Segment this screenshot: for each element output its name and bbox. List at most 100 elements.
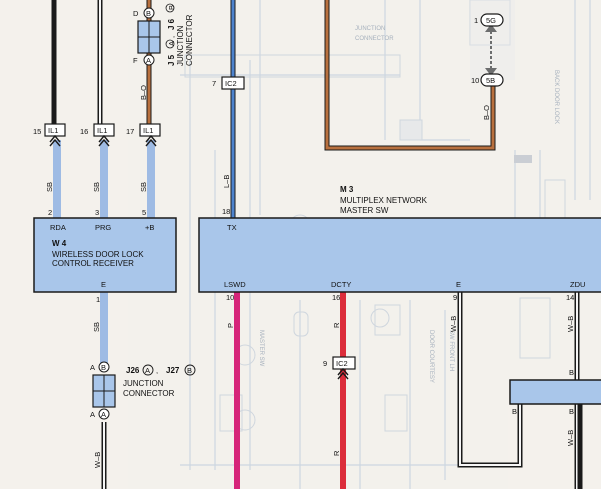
connector-ic2-9-num: 9	[323, 359, 327, 368]
w4-pin-prg: PRG	[95, 223, 111, 232]
misc-b-label-3: B	[569, 407, 574, 416]
wire-label-p: P	[226, 323, 235, 328]
svg-text:JUNCTION: JUNCTION	[355, 26, 385, 32]
wire-label-wb-m3e: W–B	[449, 316, 458, 332]
svg-text:MASTER SW: MASTER SW	[258, 330, 264, 367]
wire-label-wb-zdu: W–B	[566, 316, 575, 332]
wire-label-bo-right: B–O	[482, 105, 491, 120]
m3-master-switch-box	[198, 217, 601, 293]
m3-pin-e: E	[456, 280, 461, 289]
wire-wb-m3-e	[457, 292, 523, 468]
j5-top-letter-left: D	[133, 9, 139, 18]
wire-label-wb-left: W–B	[93, 452, 102, 468]
junction-connector-j5-j6	[137, 7, 161, 66]
right-lower-module-box	[509, 379, 601, 405]
m3-pinnum-zdu: 14	[566, 293, 574, 302]
w4-pin-b: +B	[145, 223, 154, 232]
j26-title-b: J27	[166, 366, 180, 375]
m3-id: M 3	[340, 185, 354, 194]
j26-circle-b-mark	[184, 364, 196, 376]
j26-bottom-letter-left: A	[90, 410, 95, 419]
connector-il1-16-num: 16	[80, 127, 88, 136]
j26-circle-b: B	[187, 366, 192, 375]
m3-pinnum-lswd: 10	[226, 293, 234, 302]
connector-il1-16	[93, 123, 115, 147]
j26-sep: ,	[156, 366, 158, 375]
j26-bottom-letter-circle: A	[101, 410, 106, 419]
connector-5b-num: 10	[471, 76, 479, 85]
connector-5g-label: 5G	[486, 16, 496, 25]
wire-label-bo-left: B–O	[139, 85, 148, 100]
wire-label-wb-lower: W–B	[566, 430, 575, 446]
m3-pin-dcty: DCTY	[331, 280, 351, 289]
j26-top-letter-circle: B	[101, 363, 106, 372]
j5-title-b: J 6	[167, 18, 176, 30]
connector-il1-15-label: IL1	[48, 126, 58, 135]
w4-pinnum-b: 5	[142, 208, 146, 217]
connector-5b	[480, 73, 504, 87]
connector-5g-num: 1	[474, 16, 478, 25]
wire-label-r-upper: R	[332, 322, 341, 328]
connector-5g	[480, 13, 504, 27]
connector-ic2-9	[332, 356, 356, 380]
j26-top-letter-left: A	[90, 363, 95, 372]
connector-il1-17-num: 17	[126, 127, 134, 136]
connector-ic2-7	[221, 76, 245, 90]
wire-orange-loop	[324, 0, 496, 151]
wire-switch-link	[470, 0, 515, 80]
connector-ic2-9-label: IC2	[336, 359, 348, 368]
wire-label-lb: L–B	[222, 175, 231, 188]
connector-il1-16-label: IL1	[97, 126, 107, 135]
j5-title-a: J 5	[167, 54, 176, 66]
svg-text:CONNECTOR: CONNECTOR	[355, 36, 394, 42]
m3-pin-lswd: LSWD	[224, 280, 246, 289]
j26-circle-a-mark	[142, 364, 154, 376]
connector-il1-17-label: IL1	[143, 126, 153, 135]
j5-line2: CONNECTOR	[185, 14, 194, 66]
wire-label-sb-ground: SB	[92, 322, 101, 332]
svg-text:BACK DOOR LOCK: BACK DOOR LOCK	[553, 70, 559, 124]
wire-label-r-lower: R	[332, 450, 341, 456]
w4-pinnum-rda: 2	[48, 208, 52, 217]
j5-bottom-letter-left: F	[133, 56, 138, 65]
w4-name-line1: WIRELESS DOOR LOCK	[52, 250, 144, 259]
connector-ic2-7-label: IC2	[225, 79, 237, 88]
j26-circle-a: A	[145, 366, 150, 375]
connector-il1-15	[44, 123, 66, 147]
m3-pinnum-tx: 18	[222, 207, 230, 216]
connector-ic2-7-num: 7	[212, 79, 216, 88]
wire-label-sb-rda: SB	[45, 182, 54, 192]
w4-pin-e: E	[101, 280, 106, 289]
j26-line2: CONNECTOR	[123, 389, 175, 398]
svg-text:DOOR COURTESY: DOOR COURTESY	[428, 330, 434, 383]
connector-il1-15-num: 15	[33, 127, 41, 136]
j5-circle-a: A	[167, 41, 176, 46]
misc-b-label-2: B	[512, 407, 517, 416]
wire-label-sb-b: SB	[139, 182, 148, 192]
m3-pinnum-dcty: 16	[332, 293, 340, 302]
m3-name-line2: MASTER SW	[340, 206, 389, 215]
w4-pin-rda: RDA	[50, 223, 66, 232]
junction-connector-j26-j27	[92, 361, 116, 420]
connector-il1-17	[139, 123, 161, 147]
connector-5b-label: 5B	[486, 76, 495, 85]
svg-text:SW FRONT LH: SW FRONT LH	[448, 330, 454, 371]
j5-bottom-letter-circle: A	[146, 56, 151, 65]
w4-name-line2: CONTROL RECEIVER	[52, 259, 134, 268]
w4-receiver-box	[33, 217, 177, 293]
misc-b-label-1: B	[569, 368, 574, 377]
wire-label-sb-prg: SB	[92, 182, 101, 192]
j5-sep: ,	[167, 36, 176, 38]
j26-line1: JUNCTION	[123, 379, 164, 388]
m3-pinnum-e: 9	[453, 293, 457, 302]
m3-pin-zdu: ZDU	[570, 280, 585, 289]
j5-circle-b: B	[167, 5, 176, 10]
m3-name-line1: MULTIPLEX NETWORK	[340, 196, 428, 205]
j5-circle-marks	[165, 3, 175, 49]
w4-pinnum-prg: 3	[95, 208, 99, 217]
w4-pinnum-e: 1	[96, 295, 100, 304]
m3-pin-tx: TX	[227, 223, 237, 232]
j26-title-a: J26	[126, 366, 140, 375]
